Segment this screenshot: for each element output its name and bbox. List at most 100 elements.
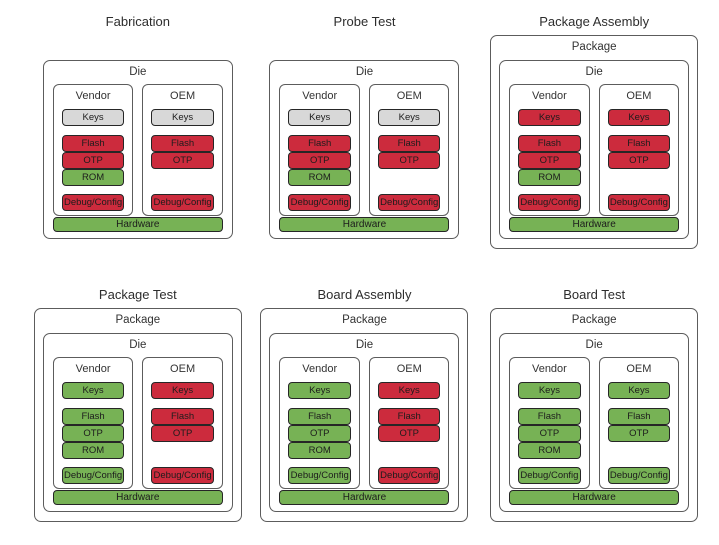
column-label: Vendor [302, 362, 338, 375]
block-otp: OTP [288, 424, 351, 442]
block-debug-config: Debug/Config [288, 194, 351, 211]
block-debug-config: Debug/Config [61, 466, 125, 484]
column-label: OEM [626, 90, 652, 102]
block-debug-config: Debug/Config [607, 466, 671, 484]
column-label: OEM [396, 362, 422, 375]
block-otp: OTP [151, 152, 214, 169]
block-flash: Flash [151, 135, 214, 152]
block-rom: ROM [518, 169, 581, 186]
stage-title: Package Test [98, 286, 177, 302]
die-label: Die [129, 338, 147, 351]
die-label: Die [585, 338, 603, 351]
block-debug-config: Debug/Config [518, 466, 581, 484]
block-keys: Keys [377, 109, 441, 126]
block-otp: OTP [151, 424, 214, 442]
stage-title: Board Test [563, 286, 626, 302]
stage-title: Package Assembly [539, 14, 650, 29]
block-flash: Flash [607, 407, 671, 425]
hardware-bar: Hardware [509, 489, 680, 505]
block-flash: Flash [151, 407, 214, 425]
package-label: Package [571, 313, 617, 326]
stage-title: Fabrication [105, 14, 170, 29]
block-keys: Keys [518, 381, 581, 399]
block-keys: Keys [607, 109, 671, 126]
die-label: Die [129, 66, 147, 78]
column-label: Vendor [531, 90, 567, 102]
hardware-bar: Hardware [52, 489, 223, 505]
die-label: Die [585, 66, 603, 78]
block-debug-config: Debug/Config [518, 194, 581, 211]
block-keys: Keys [377, 381, 441, 399]
block-debug-config: Debug/Config [377, 466, 441, 484]
block-keys: Keys [61, 109, 125, 126]
block-flash: Flash [377, 135, 441, 152]
block-otp: OTP [518, 152, 581, 169]
column-label: OEM [170, 90, 196, 102]
block-otp: OTP [61, 424, 125, 442]
block-otp: OTP [377, 152, 441, 169]
block-flash: Flash [607, 135, 671, 152]
package-label: Package [342, 313, 387, 326]
block-debug-config: Debug/Config [607, 194, 671, 211]
block-otp: OTP [518, 424, 581, 442]
package-label: Package [115, 313, 161, 326]
block-flash: Flash [518, 135, 581, 152]
block-debug-config: Debug/Config [288, 466, 351, 484]
block-rom: ROM [288, 441, 351, 459]
block-rom: ROM [288, 169, 351, 186]
block-otp: OTP [607, 424, 671, 442]
block-flash: Flash [61, 135, 125, 152]
package-label: Package [571, 41, 617, 53]
block-otp: OTP [607, 152, 671, 169]
block-flash: Flash [288, 407, 351, 425]
lifecycle-stage: Board Test Package Die Vendor Keys Flash… [479, 273, 719, 545]
lifecycle-stage: Board Assembly Package Die Vendor Keys F… [240, 273, 480, 545]
column-label: OEM [626, 362, 652, 375]
die-label: Die [355, 66, 374, 78]
block-otp: OTP [61, 152, 125, 169]
block-keys: Keys [61, 381, 125, 399]
column-label: OEM [396, 90, 422, 102]
column-label: OEM [170, 362, 196, 375]
block-otp: OTP [377, 424, 441, 442]
block-debug-config: Debug/Config [377, 194, 441, 211]
hardware-bar: Hardware [279, 489, 450, 505]
column-label: Vendor [531, 362, 567, 375]
block-debug-config: Debug/Config [61, 194, 125, 211]
stage-title: Board Assembly [317, 286, 412, 302]
hardware-bar: Hardware [279, 217, 450, 232]
block-keys: Keys [288, 381, 351, 399]
stage-title: Probe Test [333, 14, 396, 29]
hardware-bar: Hardware [509, 217, 680, 232]
